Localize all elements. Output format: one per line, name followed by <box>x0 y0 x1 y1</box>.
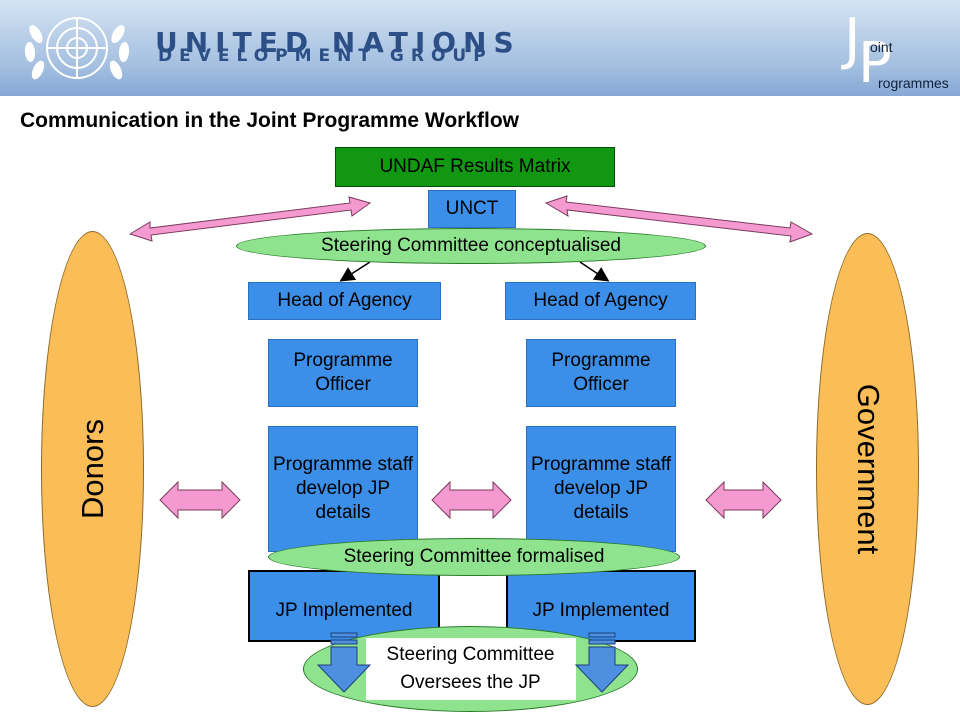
header-band <box>0 70 960 96</box>
programme-officer-left: Programme Officer <box>268 339 418 407</box>
connector-right <box>579 261 610 282</box>
org-name-line2: DEVELOPMENT GROUP <box>158 46 493 66</box>
unct-box: UNCT <box>428 190 516 228</box>
programme-staff-left: Programme staff develop JP details <box>268 426 418 552</box>
joint-programmes-logo: J P oint rogrammes <box>840 2 960 94</box>
connector-left <box>339 261 371 282</box>
down-arrow-left <box>316 632 372 693</box>
org-name-line1: UNITED NATIONS <box>155 26 521 59</box>
double-arrow-middle <box>431 480 512 520</box>
double-arrow-top-left <box>128 196 372 242</box>
page-title: Communication in the Joint Programme Wor… <box>20 109 519 132</box>
double-arrow-top-right <box>544 195 814 243</box>
down-arrow-right <box>574 632 630 693</box>
steering-committee-oversees-label: Steering Committee Oversees the JP <box>365 638 576 700</box>
un-emblem-icon <box>24 17 130 80</box>
programme-officer-right: Programme Officer <box>526 339 676 407</box>
head-of-agency-left: Head of Agency <box>248 282 441 320</box>
steering-committee-formalised: Steering Committee formalised <box>268 538 680 576</box>
header-banner: UNITED NATIONS DEVELOPMENT GROUP J P oin… <box>0 0 960 96</box>
double-arrow-government <box>705 480 782 520</box>
jp-logo-j: J <box>844 7 861 72</box>
double-arrow-donors <box>159 480 241 520</box>
government-ellipse: Government <box>816 233 919 705</box>
jp-logo-word-1: oint <box>870 39 893 55</box>
steering-committee-conceptualised: Steering Committee conceptualised <box>236 228 706 264</box>
jp-logo-word-2: rogrammes <box>878 75 949 91</box>
donors-ellipse: Donors <box>41 231 144 707</box>
undaf-results-matrix: UNDAF Results Matrix <box>335 147 615 187</box>
programme-staff-right: Programme staff develop JP details <box>526 426 676 552</box>
head-of-agency-right: Head of Agency <box>505 282 696 320</box>
jp-logo-p: P <box>858 31 892 96</box>
